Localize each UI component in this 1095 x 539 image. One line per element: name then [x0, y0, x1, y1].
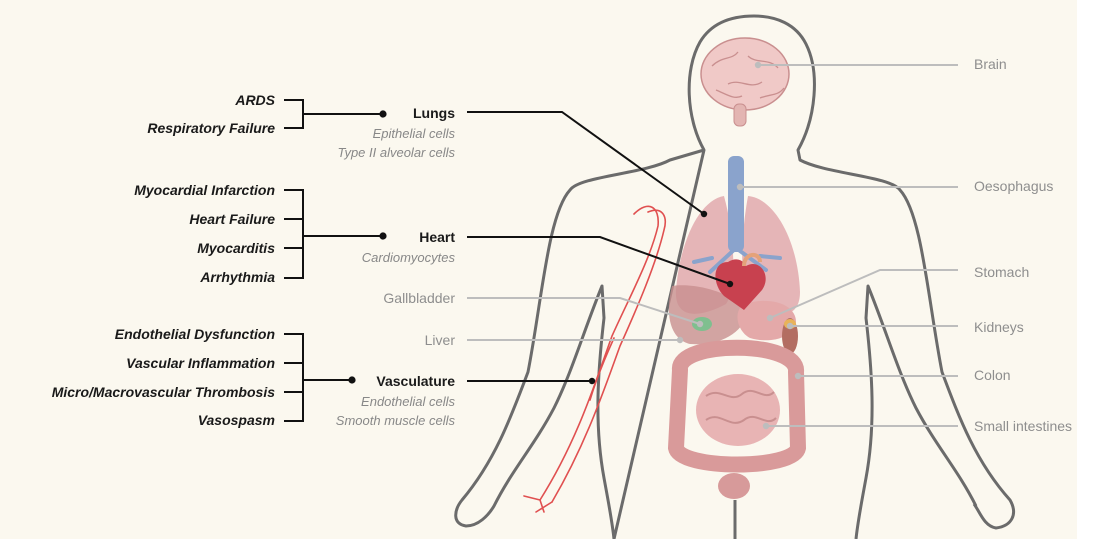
condition-endothelial-dysfunction: Endothelial Dysfunction	[115, 327, 275, 341]
organ-label-brain: Brain	[974, 57, 1007, 71]
bladder-shape	[718, 473, 750, 499]
organ-label-lungs: Lungs	[413, 106, 455, 120]
condition-heart-failure: Heart Failure	[189, 212, 275, 226]
condition-myocardial-infarction: Myocardial Infarction	[134, 183, 275, 197]
organ-label-gallbladder: Gallbladder	[383, 291, 455, 305]
organ-label-small-intestines: Small intestines	[974, 419, 1072, 433]
condition-arrhythmia: Arrhythmia	[200, 270, 275, 284]
organ-label-vasculature: Vasculature	[376, 374, 455, 388]
vasculature-bracket	[284, 334, 352, 421]
organ-label-colon: Colon	[974, 368, 1011, 382]
condition-respiratory-failure: Respiratory Failure	[147, 121, 275, 135]
condition-ards: ARDS	[235, 93, 275, 107]
organ-label-stomach: Stomach	[974, 265, 1029, 279]
cells-vasculature-endothelial: Endothelial cells	[361, 395, 455, 408]
cells-heart-cardiomyocytes: Cardiomyocytes	[362, 251, 455, 264]
lungs-bracket	[284, 100, 383, 128]
condition-vascular-inflammation: Vascular Inflammation	[126, 356, 275, 370]
organ-label-oesophagus: Oesophagus	[974, 179, 1053, 193]
small-intestines-shape	[696, 374, 780, 446]
organ-label-liver: Liver	[425, 333, 455, 347]
condition-thrombosis: Micro/Macrovascular Thrombosis	[52, 385, 275, 399]
cells-lungs-epithelial: Epithelial cells	[373, 127, 455, 140]
cells-lungs-type2: Type II alveolar cells	[337, 146, 455, 159]
condition-myocarditis: Myocarditis	[197, 241, 275, 255]
condition-vasospasm: Vasospasm	[198, 413, 275, 427]
brain-shape	[701, 38, 789, 126]
organ-label-heart: Heart	[419, 230, 455, 244]
organ-label-kidneys: Kidneys	[974, 320, 1024, 334]
lungs-leader	[467, 112, 704, 214]
cells-vasculature-smooth-muscle: Smooth muscle cells	[336, 414, 455, 427]
